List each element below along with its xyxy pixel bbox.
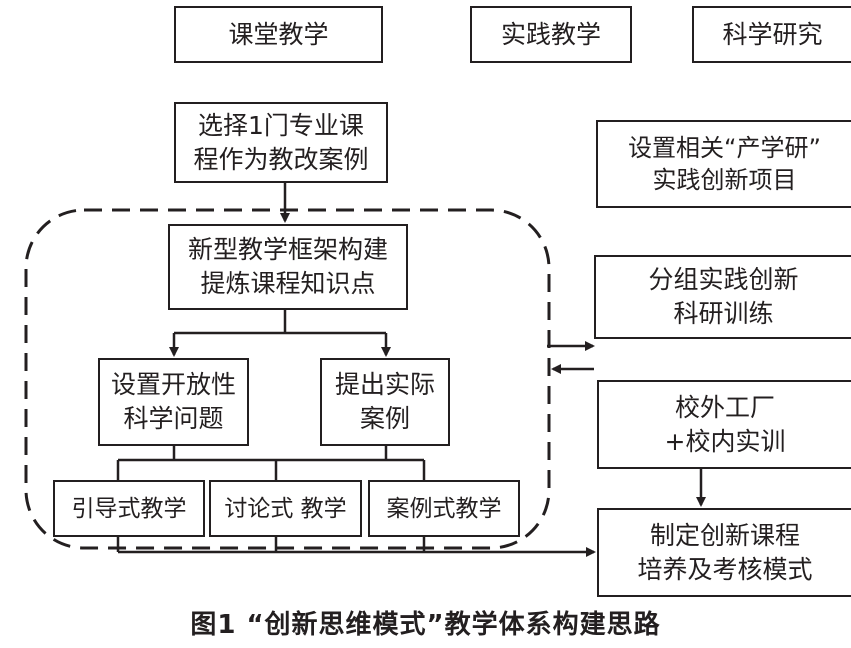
box-real-cases: 提出实际 案例 <box>320 358 450 446</box>
header-scientific-research: 科学研究 <box>692 6 851 63</box>
box-curriculum-mode: 制定创新课程 培养及考核模式 <box>597 508 851 597</box>
box-teaching-framework: 新型教学框架构建 提炼课程知识点 <box>168 224 408 310</box>
figure-caption: 图1 “创新思维模式”教学体系构建思路 <box>190 610 661 640</box>
box-case-teaching: 案例式教学 <box>368 480 520 537</box>
header-practice-teaching: 实践教学 <box>470 6 632 63</box>
dashed-group-boundary <box>24 208 551 550</box>
box-group-training: 分组实践创新 科研训练 <box>594 255 851 339</box>
box-industry-project: 设置相关“产学研” 实践创新项目 <box>596 120 851 208</box>
box-discussion-teaching: 讨论式 教学 <box>209 480 362 537</box>
header-classroom-teaching: 课堂教学 <box>174 6 383 63</box>
box-open-questions: 设置开放性 科学问题 <box>98 358 249 446</box>
box-select-course: 选择1门专业课 程作为教改案例 <box>174 102 388 183</box>
box-factory-training: 校外工厂 +校内实训 <box>597 380 851 469</box>
box-guided-teaching: 引导式教学 <box>53 480 205 537</box>
